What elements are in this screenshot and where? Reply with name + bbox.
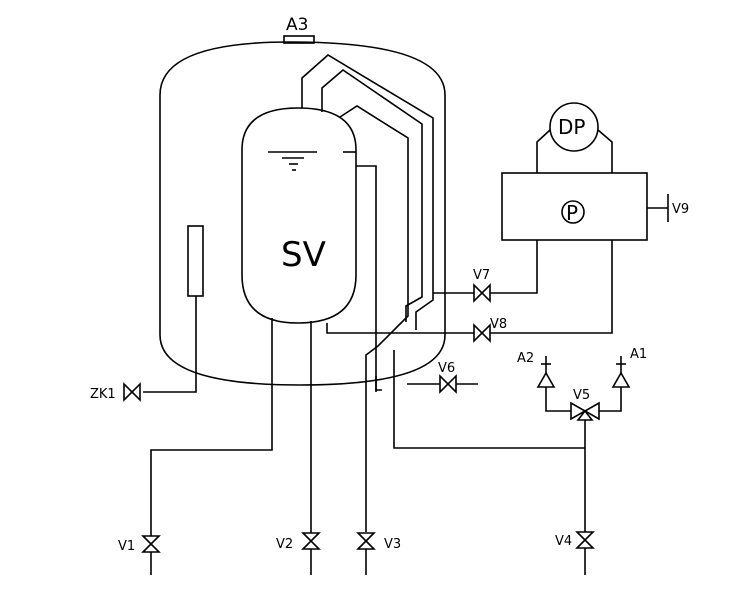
valve-v1[interactable] bbox=[141, 535, 161, 553]
valve-v2[interactable] bbox=[301, 532, 321, 550]
pump-symbol bbox=[561, 200, 585, 224]
label-v4: V4 bbox=[555, 534, 572, 549]
pipe-v8 bbox=[326, 323, 474, 334]
pipe-v8-to-pump bbox=[490, 240, 613, 334]
label-sv: SV bbox=[281, 235, 326, 275]
outer-vessel bbox=[159, 41, 446, 386]
label-a1: A1 bbox=[630, 347, 647, 362]
outer-vessel-top-nozzle bbox=[283, 35, 315, 44]
label-zk1: ZK1 bbox=[90, 387, 116, 402]
level-gauge-line bbox=[143, 296, 197, 393]
pipe-loop-2 bbox=[321, 68, 423, 322]
label-v2: V2 bbox=[276, 537, 293, 552]
pipe-v5-right bbox=[599, 387, 622, 412]
valve-zk1[interactable] bbox=[123, 382, 141, 402]
inner-vessel bbox=[241, 107, 357, 324]
vent-a2[interactable] bbox=[536, 356, 556, 388]
label-a2: A2 bbox=[517, 351, 534, 366]
valve-v4[interactable] bbox=[575, 531, 595, 549]
pipe-v5-left bbox=[545, 387, 571, 412]
pipe-sv-to-v6 bbox=[356, 165, 382, 391]
vent-a1[interactable] bbox=[611, 356, 631, 388]
label-v9: V9 bbox=[672, 202, 689, 217]
label-a3: A3 bbox=[286, 15, 308, 35]
dp-line-right bbox=[597, 129, 613, 173]
label-v1: V1 bbox=[118, 539, 135, 554]
dp-gauge bbox=[549, 102, 599, 152]
label-v8: V8 bbox=[490, 317, 507, 332]
label-dp: DP bbox=[558, 115, 585, 139]
label-v7: V7 bbox=[473, 268, 490, 283]
pipe-v7-to-pump bbox=[490, 240, 538, 294]
pipe-v4 bbox=[393, 350, 585, 449]
valve-v6[interactable] bbox=[439, 374, 457, 394]
level-gauge bbox=[187, 225, 204, 297]
dp-line-left bbox=[536, 129, 551, 173]
pump-housing bbox=[501, 172, 648, 241]
valve-v8[interactable] bbox=[473, 323, 491, 343]
valve-v3[interactable] bbox=[356, 532, 376, 550]
label-v5: V5 bbox=[573, 388, 590, 403]
pipe-v1 bbox=[150, 318, 273, 536]
label-v3: V3 bbox=[384, 537, 401, 552]
valve-v7[interactable] bbox=[473, 283, 491, 303]
pipe-loop-1 bbox=[301, 54, 434, 330]
valve-v5[interactable] bbox=[570, 401, 600, 421]
label-pump: P bbox=[566, 201, 578, 225]
pipe-loop-3 bbox=[339, 105, 409, 532]
label-v6: V6 bbox=[438, 361, 455, 376]
